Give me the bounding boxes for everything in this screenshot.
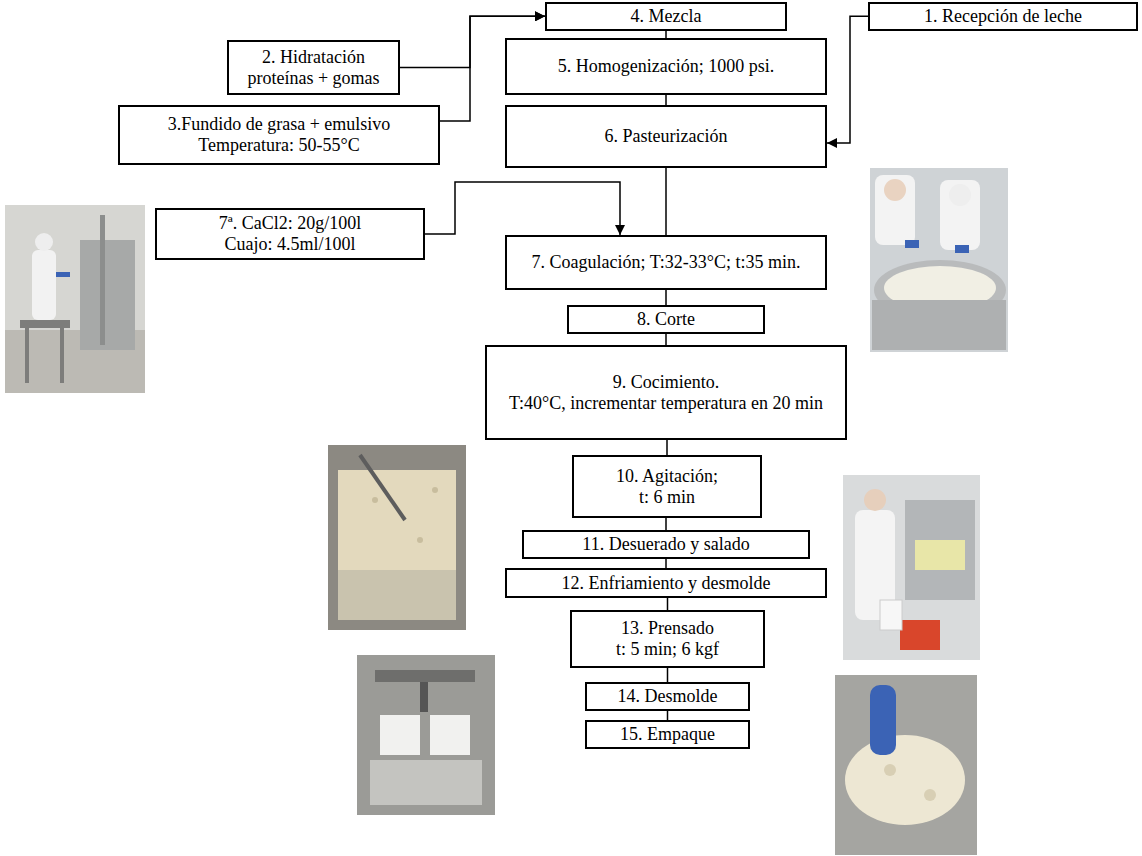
bucket (880, 600, 902, 630)
platform-leg (60, 328, 64, 383)
photo-background (357, 655, 495, 815)
box-text: 7ª. CaCl2: 20g/100l (219, 213, 361, 234)
photo-background (328, 445, 466, 630)
flow-connector (665, 95, 667, 105)
box-text: 9. Cocimiento. (613, 372, 720, 393)
process-box: 7. Coagulación; T:32-33°C; t:35 min. (505, 235, 827, 290)
person-head (35, 233, 53, 251)
process-box: 11. Desuerado y salado (522, 530, 810, 559)
person (940, 180, 980, 250)
vat-wall (872, 300, 1006, 350)
box-text: 12. Enfriamiento y desmolde (562, 573, 771, 594)
flow-connector (665, 559, 667, 568)
press-beam (375, 670, 475, 682)
process-box: 2. Hidratación proteínas + gomas (227, 40, 400, 95)
box-text: 7. Coagulación; T:32-33°C; t:35 min. (532, 252, 801, 273)
curd-speckle (432, 487, 438, 493)
photo (5, 205, 145, 393)
cheese-block (915, 540, 965, 570)
curd-speckle (924, 789, 936, 801)
photo (835, 675, 977, 855)
box-text: 1. Recepción de leche (924, 6, 1082, 27)
box-text: 5. Homogenización; 1000 psi. (558, 56, 774, 77)
process-box: 1. Recepción de leche (868, 2, 1138, 31)
mold (430, 715, 470, 755)
glove (905, 240, 919, 248)
photo-background (835, 675, 977, 855)
process-box: 15. Empaque (585, 720, 750, 749)
flow-connector (665, 168, 667, 235)
box-text: 8. Corte (637, 309, 695, 330)
box-text: Temperatura: 50-55°C (198, 135, 359, 156)
curd-speckle (417, 537, 423, 543)
flow-connector (667, 668, 669, 682)
process-box: 3.Fundido de grasa + emulsivoTemperatura… (118, 105, 440, 165)
process-box: 8. Corte (567, 305, 765, 334)
box-text: 4. Mezcla (631, 6, 702, 27)
person-head (884, 179, 906, 201)
steel-pole (100, 215, 105, 345)
mold (380, 715, 420, 755)
glove (870, 685, 896, 755)
process-box: 12. Enfriamiento y desmolde (505, 568, 827, 598)
photo-background (843, 475, 980, 660)
box-text: T:40°C, incrementar temperatura en 20 mi… (509, 393, 823, 414)
process-box: 5. Homogenización; 1000 psi. (505, 38, 827, 95)
process-box: 13. Prensadot: 5 min; 6 kgf (570, 610, 765, 668)
process-box: 9. Cocimiento.T:40°C, incrementar temper… (485, 345, 847, 440)
flow-connector (666, 440, 668, 455)
crate (900, 620, 940, 650)
flow-connector (667, 711, 669, 720)
photo (357, 655, 495, 815)
person-head (864, 489, 886, 511)
machine (905, 500, 975, 600)
flow-connector (665, 31, 667, 38)
flow-connector (827, 16, 868, 143)
photo (870, 168, 1008, 352)
box-text: t: 5 min; 6 kgf (616, 639, 719, 660)
box-text: 10. Agitación; (616, 466, 718, 487)
box-text: Cuajo: 4.5ml/100l (224, 234, 355, 255)
flow-connector (665, 290, 667, 305)
box-text: 6. Pasteurización (605, 126, 728, 147)
process-box: 4. Mezcla (545, 2, 787, 31)
person (875, 175, 915, 245)
box-text: 13. Prensado (621, 618, 714, 639)
curds (845, 735, 965, 825)
flow-connector (425, 182, 620, 235)
photo (328, 445, 466, 630)
glove (56, 272, 70, 277)
photo (843, 475, 980, 660)
process-box: 6. Pasteurización (505, 105, 827, 168)
whey (338, 570, 456, 620)
photo-background (5, 205, 145, 393)
glove (955, 245, 969, 253)
steel-tank (80, 240, 135, 350)
flow-connector (665, 334, 667, 345)
photo-background (870, 168, 1008, 352)
person (32, 250, 56, 320)
platform-leg (25, 328, 29, 383)
box-text: t: 6 min (639, 487, 695, 508)
box-text: 15. Empaque (620, 724, 715, 745)
flow-connector (665, 518, 667, 530)
platform (20, 320, 70, 328)
paddle (360, 455, 405, 520)
curd-speckle (372, 497, 378, 503)
box-text: 3.Fundido de grasa + emulsivo (168, 114, 391, 135)
box-text: 2. Hidratación proteínas + gomas (235, 47, 392, 88)
process-box: 14. Desmolde (585, 682, 750, 711)
person-head (949, 184, 971, 206)
curds (338, 470, 456, 570)
press-ram (420, 682, 428, 712)
process-box: 7ª. CaCl2: 20g/100lCuajo: 4.5ml/100l (155, 208, 425, 260)
box-text: 11. Desuerado y salado (582, 534, 749, 555)
flow-connector (667, 598, 669, 610)
process-box: 10. Agitación;t: 6 min (572, 455, 762, 518)
curd-speckle (884, 764, 896, 776)
press-base (370, 760, 482, 805)
box-text: 14. Desmolde (618, 686, 718, 707)
